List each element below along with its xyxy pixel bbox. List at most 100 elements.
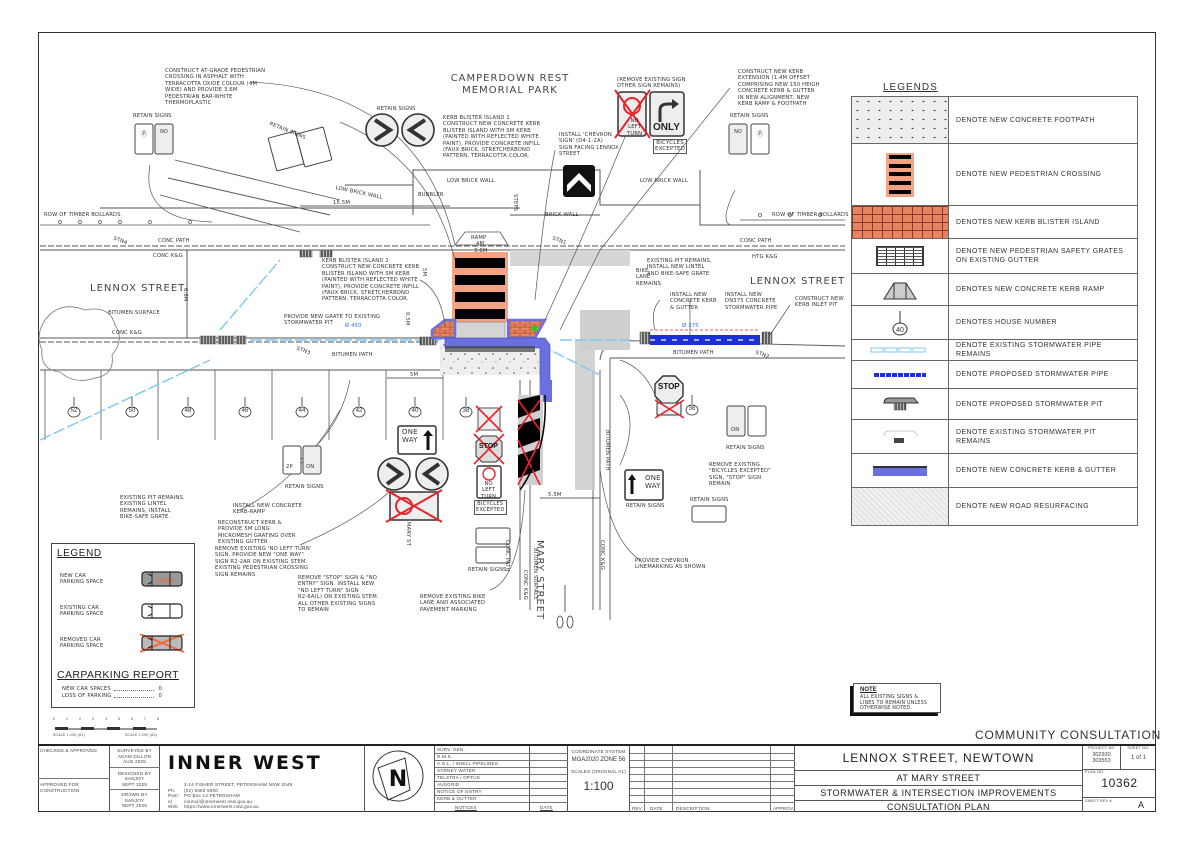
kerb-blister-island-2	[430, 318, 457, 340]
ramp-label: RAMP	[471, 235, 487, 241]
tree-outline	[38, 306, 120, 381]
one-way-sign	[397, 425, 437, 455]
legend-label: DENOTE PROPOSED STORMWATER PIT	[956, 400, 1104, 408]
house-number: 52	[70, 408, 78, 414]
park-name-line1: CAMPERDOWN REST	[450, 73, 570, 84]
conc-kg-mary: CONC K&G	[522, 570, 528, 600]
legend-row-kerb-gutter: DENOTE NEW CONCRETE KERB & GUTTER	[852, 454, 1137, 488]
low-brick-wall-label-2: LOW BRICK WALL	[640, 178, 688, 184]
ramp-width: 4m	[476, 241, 485, 247]
steps-label: STEPS	[512, 194, 518, 212]
project-no-1: 302930	[1092, 751, 1111, 758]
house-number-marker	[125, 406, 139, 418]
crossing-width: 3.6m	[474, 248, 488, 254]
bitumen-surface-label: BITUMEN SURFACE	[108, 310, 160, 316]
designed-date: SEPT 2025	[121, 781, 148, 787]
notice-row: SURV. GEN.	[437, 747, 466, 752]
legend-row-proposed-pit: DENOTE PROPOSED STORMWATER PIT	[852, 389, 1137, 420]
note-pedestrian-crossing: CONSTRUCT AT-GRADE PEDESTRIAN CROSSING I…	[165, 68, 266, 107]
project-numbers-cell: PROJECT NO 302930 303553 SHEET NO. 1 of …	[1083, 746, 1156, 812]
dimension-lines	[186, 205, 600, 499]
surveyed-name: ADAM DILLON	[117, 753, 152, 759]
timber-bollards-west: ROW OF TIMBER BOLLARDS	[44, 212, 121, 218]
retain-signs-label-9: RETAIN SIGNS	[690, 497, 729, 503]
scale-tick-label: 6	[131, 717, 134, 721]
north-arrow-cell	[365, 746, 435, 812]
report-value: 0	[158, 693, 162, 699]
bicycles-excepted-plate-lower: BICYCLES EXCEPTED	[474, 500, 507, 515]
no-left-turn-text-lower: NO LEFT TURN	[481, 481, 497, 500]
coordinate-scale-cell: COORDINATE SYSTEM MGA2020 ZONE 56 SCALES…	[568, 746, 630, 812]
house-number-marker	[685, 404, 699, 416]
chevron-alignment-signs-lower	[377, 457, 449, 491]
address-value: PO Box 14 PETERSHAM	[184, 793, 240, 798]
north-arrow	[372, 750, 424, 802]
carparking-report-title: CARPARKING REPORT	[57, 669, 179, 681]
house-number-symbol-icon: 40	[852, 306, 949, 339]
drawing-sheet	[38, 32, 1156, 812]
sheet-rev: A	[1138, 800, 1145, 810]
legend-row-concrete-footpath: DENOTE NEW CONCRETE FOOTPATH	[852, 97, 1137, 144]
svg-text:40: 40	[896, 327, 904, 334]
svg-text:Ⓟ: Ⓟ	[141, 130, 147, 138]
note-kerb-blister-2: KERB BLISTER ISLAND 2 CONSTRUCT NEW CONC…	[322, 258, 420, 303]
bitumen-path-mary: BITUMEN PATH	[604, 430, 610, 471]
only-sign-text: ONLY	[653, 122, 680, 133]
retain-signs-label-1: RETAIN SIGNS	[133, 113, 172, 119]
council-address-line: Ph.(02) 9392 5000	[168, 788, 292, 794]
pedestrian-crossing	[452, 252, 508, 322]
one-way-sign-east	[624, 469, 664, 501]
address-key: Post	[168, 793, 178, 798]
council-address-line: e)council@innerwest.nsw.gov.au	[168, 799, 292, 805]
pipe-size-450: Ø 450	[345, 323, 362, 329]
kerb-ramp-symbol-icon	[852, 274, 949, 305]
note-remove-bike-lane: REMOVE EXISTING BIKE LANE AND ASSOCIATED…	[420, 594, 486, 613]
house-number-marker	[181, 406, 195, 418]
house-number-marker	[67, 406, 81, 418]
note-new-kerb-gutter: INSTALL NEW CONCRETE KERB & GUTTER	[670, 292, 717, 311]
note-chevron-sign: INSTALL 'CHEVRON SIGN' (D4-1-2A) SIGN FA…	[559, 132, 619, 158]
note-bicycles-excepted: REMOVE EXISTING "BICYCLES EXCEPTED" SIGN…	[709, 462, 771, 488]
scale-tick-label: 5	[118, 717, 121, 721]
bitumen-path-label-2: BITUMEN PATH	[673, 350, 714, 356]
scale-label-a3: SCALE 1:200 (A3)	[125, 733, 157, 737]
house-number-marker	[352, 406, 366, 418]
retain-signs-label-8: RETAIN SIGNS	[726, 445, 765, 451]
right-turn-only-sign	[649, 91, 685, 137]
house-number: 38	[462, 408, 470, 414]
timber-bollards	[58, 213, 822, 224]
retain-signs-label-2: RETAIN SIGNS	[377, 106, 416, 112]
retain-signs-label-5: RETAIN SIGNS	[285, 484, 324, 490]
scale-tick-label: 1	[66, 717, 69, 721]
dimension-0-5m: 0.5m	[404, 312, 410, 326]
legend-label: DENOTE NEW CONCRETE KERB & GUTTER	[956, 467, 1117, 474]
scale-tick-label: 8	[157, 717, 160, 721]
notice-row: R.M.S.	[437, 754, 453, 759]
notice-row: TELSTRA / OPTUS	[437, 775, 481, 780]
pedestrian-crossing-symbol-icon	[852, 144, 949, 205]
house-number: 40	[411, 408, 419, 414]
house-number: 42	[355, 408, 363, 414]
stop-sign-text: STOP	[658, 382, 680, 391]
legend-label: DENOTES HOUSE NUMBER	[956, 319, 1057, 326]
house-number-marker	[295, 406, 309, 418]
bubbler-label: BUBBLER	[418, 192, 444, 198]
project-no-2: 303553	[1092, 757, 1111, 764]
house-number: 48	[184, 408, 192, 414]
sheet-no-label: SHEET NO.	[1127, 746, 1150, 750]
legend-label: DENOTE NEW ROAD RESURFACING	[956, 503, 1089, 510]
council-address-line: Post PO Box 14 PETERSHAM	[168, 793, 292, 799]
no-left-turn-text-top: NO LEFT TURN	[627, 118, 643, 137]
street-name-lennox-west: LENNOX STREET	[90, 283, 186, 294]
dimension-5-5m: 5.5m	[548, 492, 562, 498]
stop-no-entry-removed	[473, 405, 505, 499]
legend-label: DENOTE EXISTING STORMWATER PIT REMAINS	[956, 428, 1097, 445]
house-number: 50	[128, 408, 136, 414]
drawn-name: SANJOY	[124, 797, 145, 803]
note-remove-sign-top: (REMOVE EXISTING SIGN OTHER SIGN REMAINS…	[617, 77, 686, 90]
existing-pipe-symbol-icon	[852, 340, 949, 360]
notice-row: A.G.L. / SHELL PIPELINES	[437, 761, 499, 766]
drawn-date: SEPT 2025	[121, 803, 148, 808]
